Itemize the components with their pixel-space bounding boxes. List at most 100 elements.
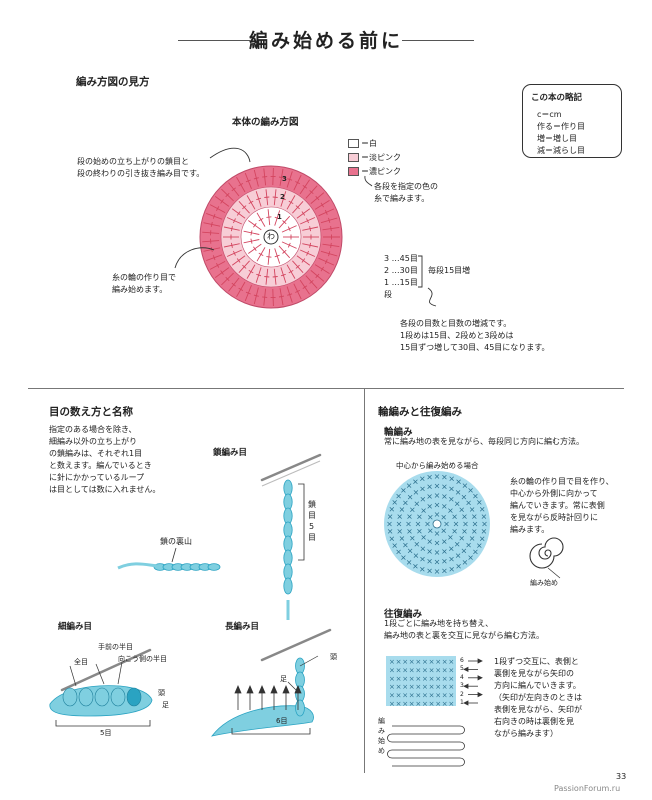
sc-foot-label: 足 xyxy=(162,701,169,709)
round-stitch-mark xyxy=(413,564,418,569)
round-stitch-mark xyxy=(473,549,478,555)
stitch-tick xyxy=(250,238,253,244)
flat-start-label: 編み始め xyxy=(378,717,385,755)
sc-head-label: 頭 xyxy=(158,689,165,697)
stitch-tick xyxy=(309,242,312,248)
row-number-3: 3 xyxy=(282,175,287,183)
round-stitch-mark xyxy=(387,514,393,519)
stitch-tick xyxy=(256,273,262,277)
stitch-tick xyxy=(328,251,331,257)
stitch-tick xyxy=(278,295,285,298)
page-number: 33 xyxy=(616,772,627,781)
flat-stitch-mark: × xyxy=(415,683,421,691)
stitch-tick xyxy=(248,270,254,274)
round-stitch-mark xyxy=(427,549,432,554)
flat-note-line-5: 表側を見ながら、矢印が xyxy=(494,705,582,714)
round-stitch-mark xyxy=(434,474,440,479)
stitch-tick xyxy=(282,220,287,225)
flat-stitch-mark: × xyxy=(402,692,408,700)
flat-note-line-6: 右向きの時は裏側を見 xyxy=(494,717,574,726)
round-case-label: 中心から編み始める場合 xyxy=(396,461,479,470)
round-stitch-mark xyxy=(448,508,453,513)
stitch-tick xyxy=(220,199,224,204)
flat-stitch-mark: × xyxy=(415,675,421,683)
round-stitch-mark xyxy=(427,559,432,564)
round-stitch-mark xyxy=(421,508,426,513)
round-stitch-mark xyxy=(428,515,433,520)
round-stitch-mark xyxy=(420,497,426,502)
flat-stitch-mark: × xyxy=(429,675,435,683)
title-rule-left xyxy=(178,40,250,41)
title-rule-right xyxy=(402,40,474,41)
flat-title: 往復編み xyxy=(384,609,423,620)
flat-stitch-mark: × xyxy=(435,692,441,700)
abbreviation-item: 減＝減らし目 xyxy=(537,146,585,155)
stitch-tick xyxy=(287,242,291,248)
round-stitch-mark xyxy=(434,559,440,565)
round-stitch-mark xyxy=(461,494,467,500)
round-stitch-mark xyxy=(401,488,406,493)
round-stitch-mark xyxy=(481,529,487,534)
round-stitch-mark xyxy=(481,514,487,519)
flat-row-arrow-head xyxy=(463,666,469,673)
chain-count-bracket xyxy=(298,483,305,561)
note-start-line-1: 段の始めの立ち上がりの鎖目と xyxy=(77,157,189,166)
flat-row-number: 4 xyxy=(460,673,464,681)
stitch-tick xyxy=(258,218,264,222)
chart-reading-heading: 編み方図の見方 xyxy=(76,76,150,88)
round-stitch-mark xyxy=(449,546,454,551)
sc-stitch xyxy=(78,687,94,707)
round-stitch-mark xyxy=(387,521,392,527)
dc-arrow-head xyxy=(294,684,302,694)
round-stitch-mark xyxy=(466,500,471,506)
round-note-line-3: 編んでいきます。常に表側 xyxy=(510,501,605,510)
increase-note-line-1: 各段の目数と目数の増減です。 xyxy=(400,319,512,328)
round-stitch-mark xyxy=(449,497,454,502)
section-divider-vertical xyxy=(364,388,365,773)
legend-swatch-light-pink xyxy=(348,153,359,162)
stitch-tick xyxy=(330,242,332,248)
stitch-counting-heading: 目の数え方と名称 xyxy=(49,406,133,418)
stitch-tick xyxy=(295,181,300,185)
stitch-tick xyxy=(309,279,314,284)
single-crochet-title: 細編み目 xyxy=(58,622,93,632)
round-note-line-4: を見ながら反時計回りに xyxy=(510,513,598,522)
count-row-1: 1 …15目 xyxy=(384,278,418,287)
flat-stitch-mark: × xyxy=(429,658,435,666)
round-stitch-mark xyxy=(403,542,408,548)
abbreviation-title: この本の略記 xyxy=(531,93,583,103)
stitch-tick xyxy=(242,264,247,269)
stitch-tick xyxy=(262,296,268,298)
round-stitch-mark xyxy=(407,529,412,534)
flat-stitch-mark: × xyxy=(422,683,428,691)
abbreviation-item: 作る＝作り目 xyxy=(537,122,585,131)
round-stitch-mark xyxy=(434,531,440,536)
round-stitch-mark xyxy=(482,521,487,527)
intro-line-5: に針にかかっているループ xyxy=(49,473,145,482)
round-stitch-mark xyxy=(479,507,485,512)
row-word: 段 xyxy=(384,290,392,299)
round-stitch-mark xyxy=(396,521,402,527)
round-stitch-mark xyxy=(448,535,453,540)
stitch-tick xyxy=(231,282,236,287)
stitch-tick xyxy=(287,293,293,296)
round-stitch-mark xyxy=(462,529,467,534)
stitch-tick xyxy=(258,252,264,256)
round-stitch-mark xyxy=(468,555,473,560)
flat-stitch-mark: × xyxy=(429,700,435,708)
back-bump-leader xyxy=(171,547,177,563)
round-stitch-mark xyxy=(442,484,447,489)
stitch-tick xyxy=(306,250,310,256)
flat-row-number: 2 xyxy=(460,690,464,698)
chain-link xyxy=(283,577,293,595)
stitch-tick xyxy=(324,259,328,265)
stitch-tick xyxy=(309,190,314,195)
diagram-title: 本体の編み方図 xyxy=(232,117,299,128)
round-stitch-mark xyxy=(410,536,415,541)
flat-note-line-1: 1段ずつ交互に、表側と xyxy=(494,657,579,666)
flat-row-arrow-head xyxy=(463,700,469,706)
round-stitch-mark xyxy=(462,560,468,565)
